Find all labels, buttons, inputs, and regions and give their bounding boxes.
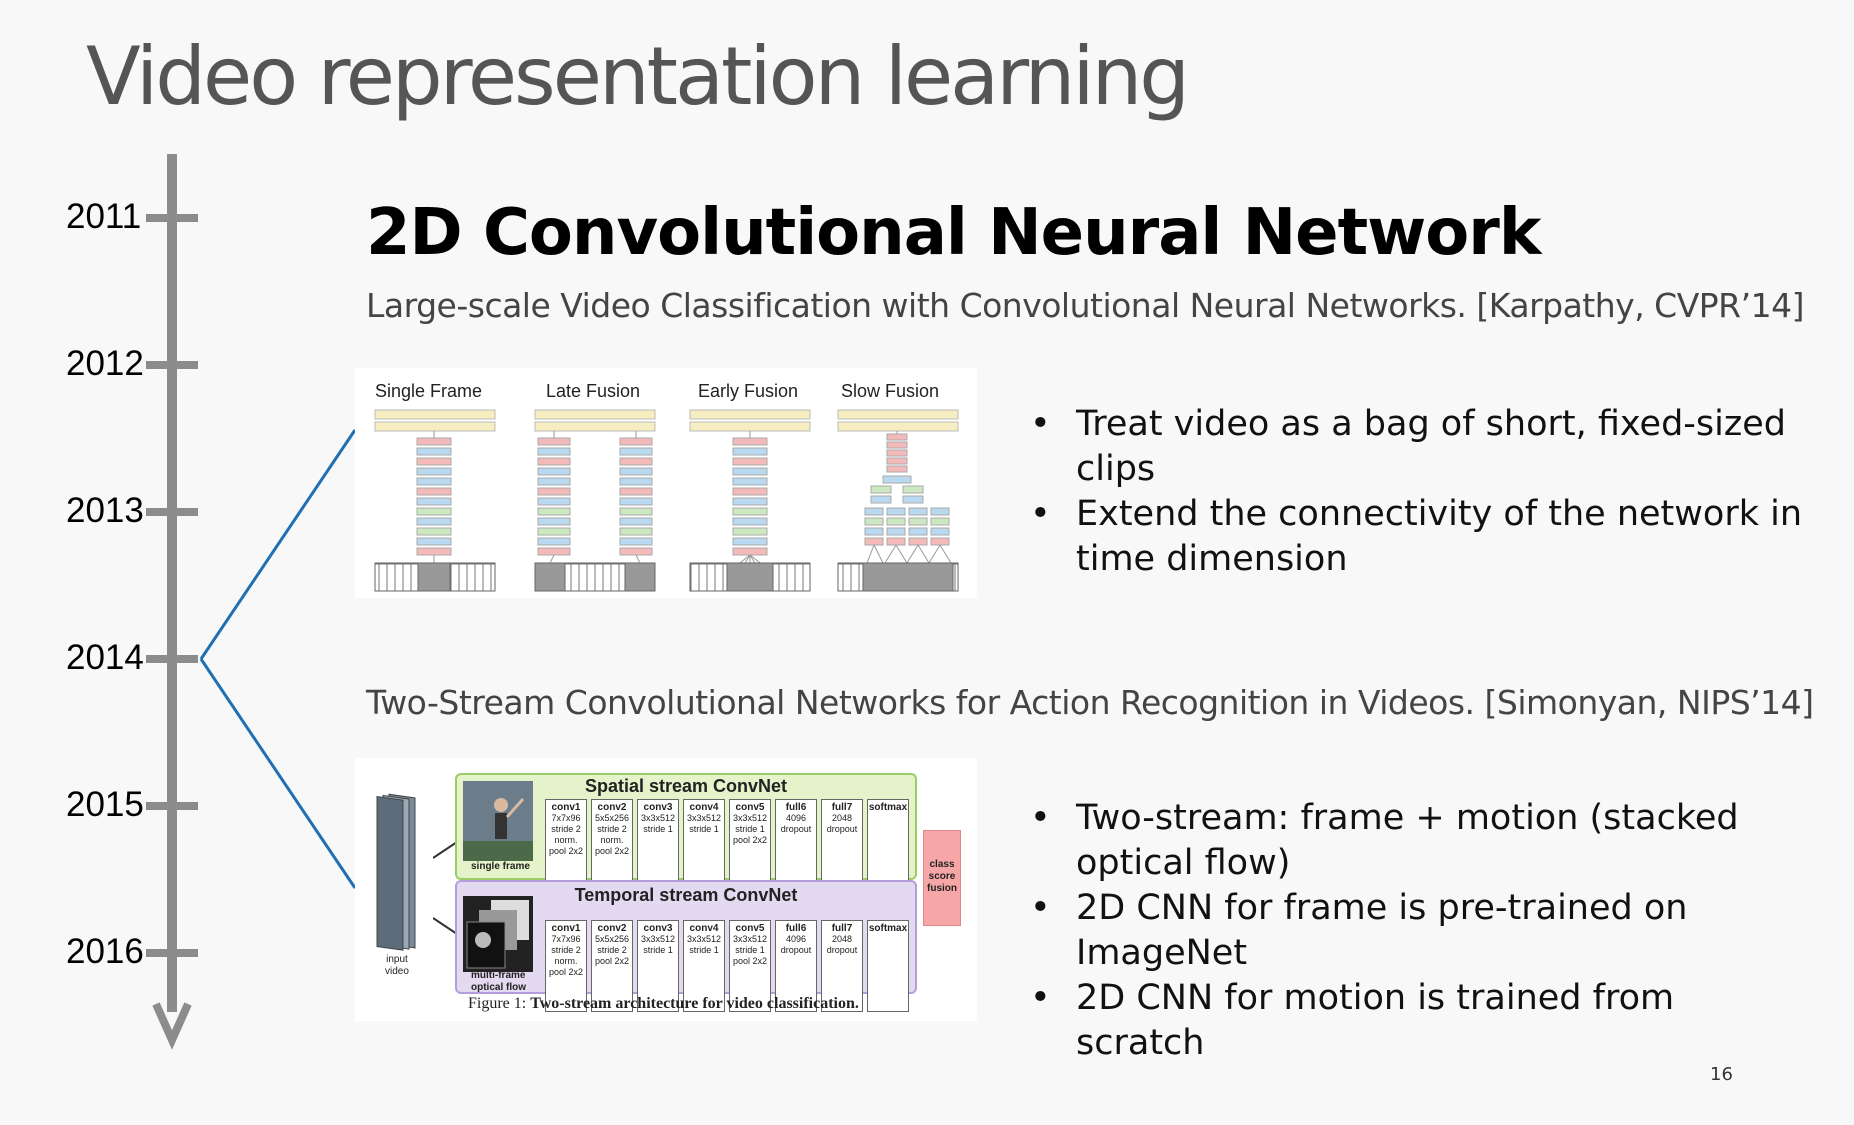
layer-detail: 7x7x96 stride 2 norm. pool 2x2	[548, 934, 584, 977]
single-frame-label: single frame	[471, 861, 530, 872]
caption-prefix: Figure 1:	[468, 995, 531, 1012]
layer-detail: 3x3x512 stride 1 pool 2x2	[732, 813, 768, 845]
timeline-tick	[146, 214, 198, 222]
person-icon	[463, 798, 533, 861]
bullet-list: Two-stream: frame + motion (stacked opti…	[1030, 796, 1810, 1066]
year-label: 2011	[66, 197, 142, 236]
fusion-label: Early Fusion	[698, 381, 799, 401]
year-label: 2014	[66, 638, 144, 677]
layer-name: softmax	[868, 802, 908, 813]
bullet-item: Extend the connectivity of the network i…	[1030, 492, 1810, 582]
timeline-axis	[167, 154, 177, 1012]
bullet-item: 2D CNN for motion is trained from scratc…	[1030, 976, 1810, 1066]
spatial-stream-box: single frame Spatial stream ConvNet conv…	[455, 773, 917, 891]
page-number: 16	[1710, 1064, 1733, 1085]
temporal-stream-box: multi-frame optical flow Temporal stream…	[455, 880, 917, 1012]
timeline-tick	[146, 949, 198, 957]
layer-name: conv2	[597, 802, 627, 813]
paper-citation: Two-Stream Convolutional Networks for Ac…	[366, 683, 1814, 722]
layer-detail: 3x3x512 stride 1 pool 2x2	[732, 934, 768, 966]
input-video-label: input video	[385, 954, 409, 977]
figure-caption: Figure 1: Two-stream architecture for vi…	[468, 995, 859, 1013]
fusion-label: Slow Fusion	[841, 381, 940, 401]
bullet-list: Treat video as a bag of short, fixed-siz…	[1030, 402, 1810, 582]
layer-cell: softmax	[867, 799, 909, 891]
year-label: 2016	[66, 932, 144, 971]
layer-cell: softmax	[867, 920, 909, 1012]
year-label: 2013	[66, 491, 144, 530]
paper-citation: Large-scale Video Classification with Co…	[366, 286, 1804, 325]
bullet-item: Two-stream: frame + motion (stacked opti…	[1030, 796, 1810, 886]
layer-name: conv5	[735, 923, 765, 934]
layer-name: full7	[831, 802, 853, 813]
single-frame-image	[463, 781, 533, 861]
class-score-fusion: class score fusion	[923, 830, 961, 926]
layer-detail: 2048 dropout	[826, 813, 858, 834]
timeline-tick	[146, 508, 198, 516]
layer-detail: 2048 dropout	[826, 934, 858, 955]
two-stream-figure: input video single frame Spatial stream …	[355, 758, 977, 1021]
layer-name: conv1	[551, 923, 581, 934]
layer-detail: 5x5x256 stride 2 norm. pool 2x2	[594, 813, 630, 856]
year-label: 2015	[66, 785, 144, 824]
fusion-label: Late Fusion	[546, 381, 641, 401]
layer-name: conv4	[689, 802, 719, 813]
multi-frame-label: multi-frame optical flow	[471, 970, 526, 993]
layer-detail: 4096 dropout	[780, 813, 812, 834]
layer-name: softmax	[868, 923, 908, 934]
layer-detail: 3x3x512 stride 1	[686, 813, 722, 834]
layer-detail: 3x3x512 stride 1	[640, 813, 676, 834]
input-video-icon	[376, 793, 416, 951]
fusion-figure: Single Frame Late Fusion Early Fusion Sl…	[355, 368, 977, 598]
layer-name: full6	[785, 923, 807, 934]
timeline-tick	[146, 361, 198, 369]
layer-name: full7	[831, 923, 853, 934]
bullet-item: Treat video as a bag of short, fixed-siz…	[1030, 402, 1810, 492]
bullet-item: 2D CNN for frame is pre-trained on Image…	[1030, 886, 1810, 976]
fusion-diagram	[374, 409, 959, 592]
slide-title: Video representation learning	[86, 30, 1190, 123]
timeline-arrow-icon	[152, 1002, 192, 1050]
spatial-stream-title: Spatial stream ConvNet	[584, 776, 788, 796]
layer-detail: 3x3x512 stride 1	[640, 934, 676, 955]
layer-detail: 3x3x512 stride 1	[686, 934, 722, 955]
layer-name: conv3	[643, 923, 673, 934]
layer-name: conv1	[551, 802, 581, 813]
caption-text: Two-stream architecture for video classi…	[530, 995, 859, 1012]
year-label: 2012	[66, 344, 144, 383]
optical-flow-image	[463, 896, 533, 972]
temporal-stream-title: Temporal stream ConvNet	[574, 885, 798, 905]
layer-name: conv5	[735, 802, 765, 813]
timeline-tick	[146, 655, 198, 663]
timeline-tick	[146, 802, 198, 810]
layer-detail: 5x5x256 stride 2 pool 2x2	[594, 934, 630, 966]
layer-name: full6	[785, 802, 807, 813]
optical-flow-icon	[466, 900, 529, 969]
section-heading: 2D Convolutional Neural Network	[366, 196, 1541, 270]
layer-detail: 4096 dropout	[780, 934, 812, 955]
layer-name: conv3	[643, 802, 673, 813]
layer-detail: 7x7x96 stride 2 norm. pool 2x2	[548, 813, 584, 856]
layer-name: conv4	[689, 923, 719, 934]
layer-name: conv2	[597, 923, 627, 934]
fusion-label: Single Frame	[375, 381, 483, 401]
